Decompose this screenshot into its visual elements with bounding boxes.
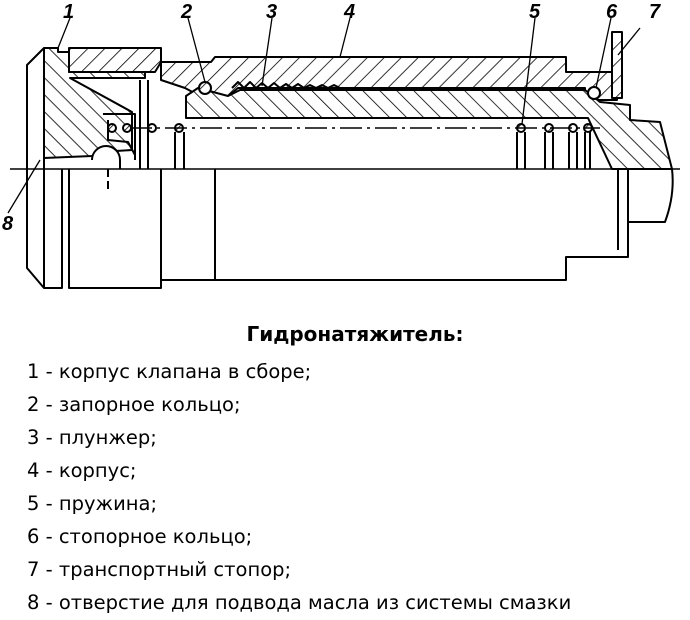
legend-item: 1 - корпус клапана в сборе; [27, 360, 312, 383]
legend-item: 6 - стопорное кольцо; [27, 525, 253, 548]
callout-6: 6 [606, 1, 618, 23]
legend-title: Гидронатяжитель: [246, 322, 464, 346]
callout-labels: 1 2 3 4 5 6 7 8 [2, 1, 661, 235]
legend-item: 4 - корпус; [27, 459, 137, 482]
legend-item: 3 - плунжер; [27, 426, 157, 449]
legend-item: 2 - запорное кольцо; [27, 393, 241, 416]
callout-1: 1 [63, 1, 74, 23]
valve-nut [68, 47, 162, 73]
callout-2: 2 [180, 1, 192, 23]
legend-item: 7 - транспортный стопор; [27, 558, 292, 581]
lock-ring [198, 81, 212, 95]
callout-7: 7 [649, 1, 661, 23]
callout-4: 4 [343, 1, 355, 23]
transport-stopper [611, 31, 623, 99]
retaining-ring [587, 86, 601, 100]
callout-5: 5 [529, 1, 541, 23]
callout-3: 3 [266, 1, 277, 23]
legend-item: 5 - пружина; [27, 492, 158, 515]
callout-8: 8 [2, 213, 14, 235]
tensioner-cross-section: 1 2 3 4 5 6 7 8 [2, 1, 680, 289]
legend-item: 8 - отверстие для подвода масла из систе… [27, 591, 572, 614]
